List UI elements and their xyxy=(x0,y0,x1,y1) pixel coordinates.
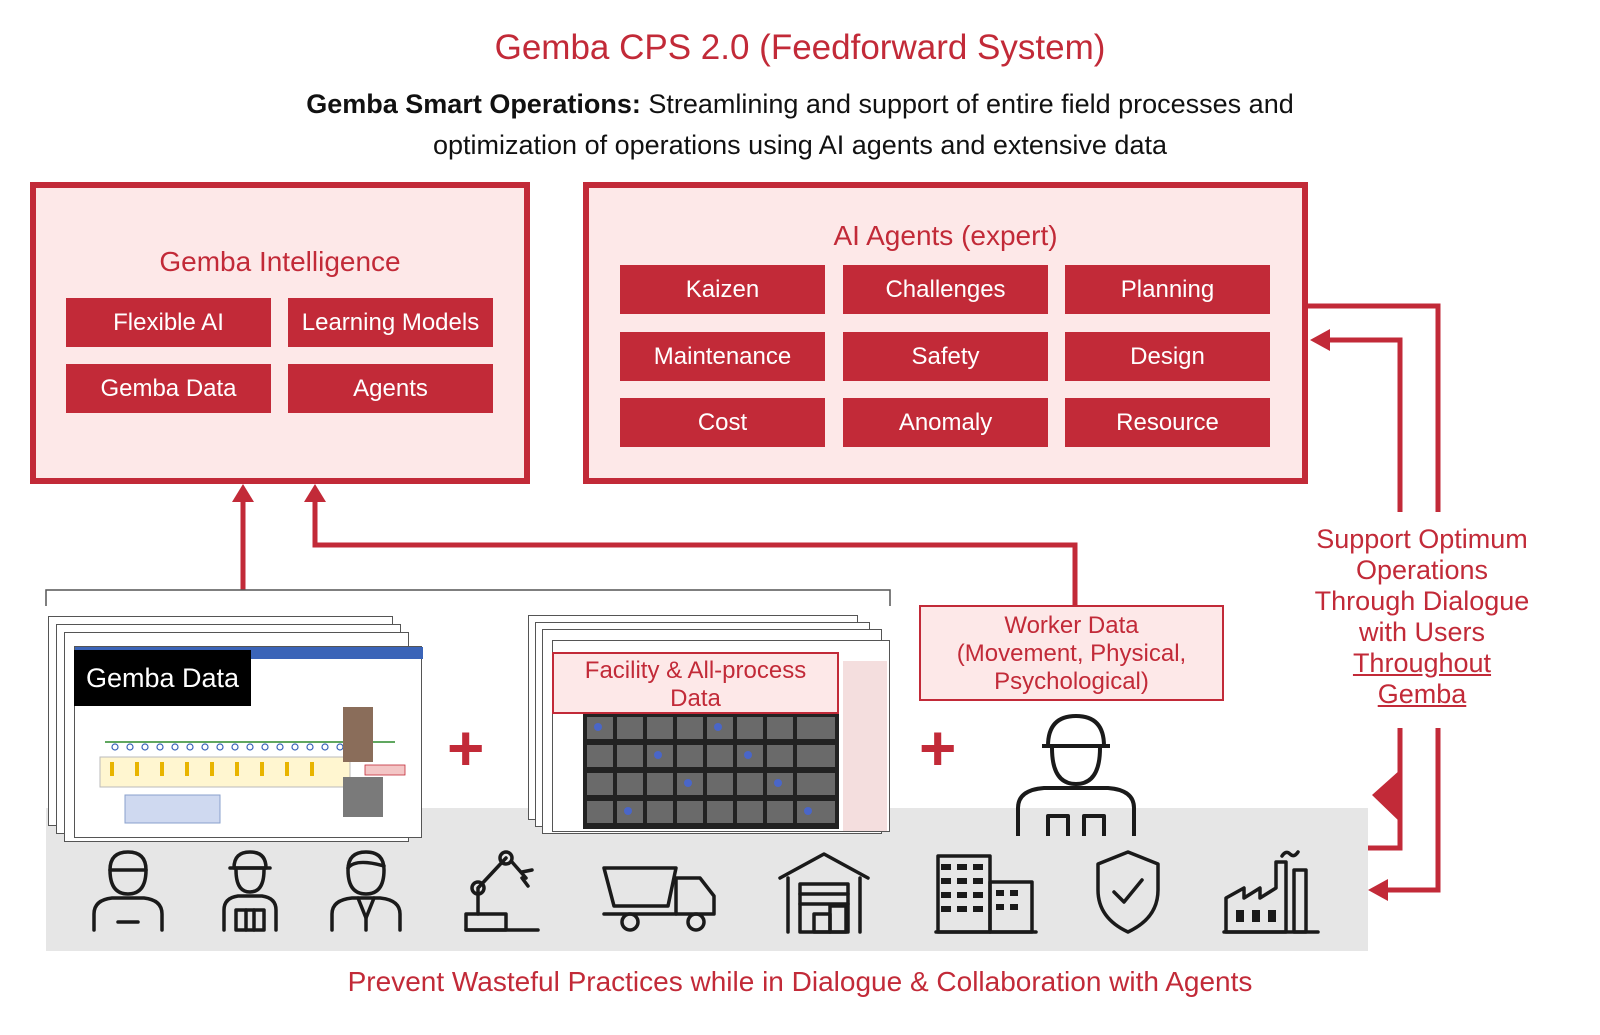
robot-arm-icon xyxy=(464,850,540,932)
agent-design: Design xyxy=(1065,332,1270,381)
side-line2: Operations xyxy=(1355,555,1489,585)
side-line1: Support Optimum xyxy=(1316,524,1528,554)
factory-icon xyxy=(1222,850,1320,934)
plus-sign-2: + xyxy=(919,712,957,784)
worker-label-line2: (Movement, Physical, xyxy=(956,640,1187,667)
agent-safety: Safety xyxy=(843,332,1048,381)
agent-planning: Planning xyxy=(1065,265,1270,314)
agent-cost: Cost xyxy=(620,398,825,447)
gi-learning-models: Learning Models xyxy=(288,298,493,347)
building-icon xyxy=(934,854,1038,934)
subtitle-bold: Gemba Smart Operations: xyxy=(306,89,641,119)
arrowhead-left-agents xyxy=(1310,329,1330,351)
facility-label-line1: Facility & All-process xyxy=(584,657,807,684)
shield-check-icon xyxy=(1096,850,1160,934)
plus-sign-1: + xyxy=(447,712,485,784)
data-bracket xyxy=(45,589,891,606)
side-support-text: Support Optimum Operations Through Dialo… xyxy=(1282,524,1562,710)
worker-icon xyxy=(92,850,164,932)
diagram-title: Gemba CPS 2.0 (Feedforward System) xyxy=(494,28,1106,67)
subtitle-line2: optimization of operations using AI agen… xyxy=(433,130,1167,160)
arrow-to-gemba-lower xyxy=(1385,728,1441,893)
arrowhead-up-1 xyxy=(232,484,254,502)
gi-flexible-ai: Flexible AI xyxy=(66,298,271,347)
gemba-intelligence-title: Gemba Intelligence xyxy=(159,246,401,277)
facility-data-label: Facility & All-process Data xyxy=(552,652,839,714)
gemba-data-sheet-graphic xyxy=(75,647,423,824)
arrowhead-up-2 xyxy=(304,484,326,502)
arrow-into-agents xyxy=(1328,337,1403,512)
worker-label-line1: Worker Data xyxy=(1004,612,1139,639)
warehouse-icon xyxy=(778,852,870,934)
businessman-icon xyxy=(330,850,402,932)
gi-agents: Agents xyxy=(288,364,493,413)
side-line4: with Users xyxy=(1358,617,1486,647)
facility-label-line2: Data xyxy=(670,685,721,712)
arrow-worker-to-intelligence xyxy=(312,500,1078,605)
gemba-data-label: Gemba Data xyxy=(74,650,252,706)
side-line3: Through Dialogue xyxy=(1314,586,1530,616)
arrowhead-left-upper xyxy=(1372,770,1400,822)
side-line5: Throughout xyxy=(1352,648,1492,678)
footer-caption: Prevent Wasteful Practices while in Dial… xyxy=(347,966,1253,997)
agent-resource: Resource xyxy=(1065,398,1270,447)
gemba-icons-row xyxy=(92,850,1320,934)
worker-data-label: Worker Data (Movement, Physical, Psychol… xyxy=(919,605,1224,701)
subtitle: Gemba Smart Operations: Streamlining and… xyxy=(0,84,1600,166)
dump-truck-icon xyxy=(602,866,716,932)
side-line6: Gemba xyxy=(1377,679,1467,709)
agent-kaizen: Kaizen xyxy=(620,265,825,314)
worker-data-icon xyxy=(1016,714,1136,836)
subtitle-line1: Streamlining and support of entire field… xyxy=(640,89,1294,119)
facility-camera-grid xyxy=(583,661,887,831)
agent-anomaly: Anomaly xyxy=(843,398,1048,447)
ai-agents-title: AI Agents (expert) xyxy=(833,220,1058,251)
helmet-worker-icon xyxy=(222,850,278,932)
worker-label-line3: Psychological) xyxy=(994,668,1149,695)
agent-challenges: Challenges xyxy=(843,265,1048,314)
line-to-gemba-upper xyxy=(1368,728,1403,851)
gi-gemba-data: Gemba Data xyxy=(66,364,271,413)
gemba-data-label-text: Gemba Data xyxy=(86,662,240,693)
arrowhead-left-lower xyxy=(1368,879,1388,901)
agents-out-line xyxy=(1308,303,1441,512)
agent-maintenance: Maintenance xyxy=(620,332,825,381)
